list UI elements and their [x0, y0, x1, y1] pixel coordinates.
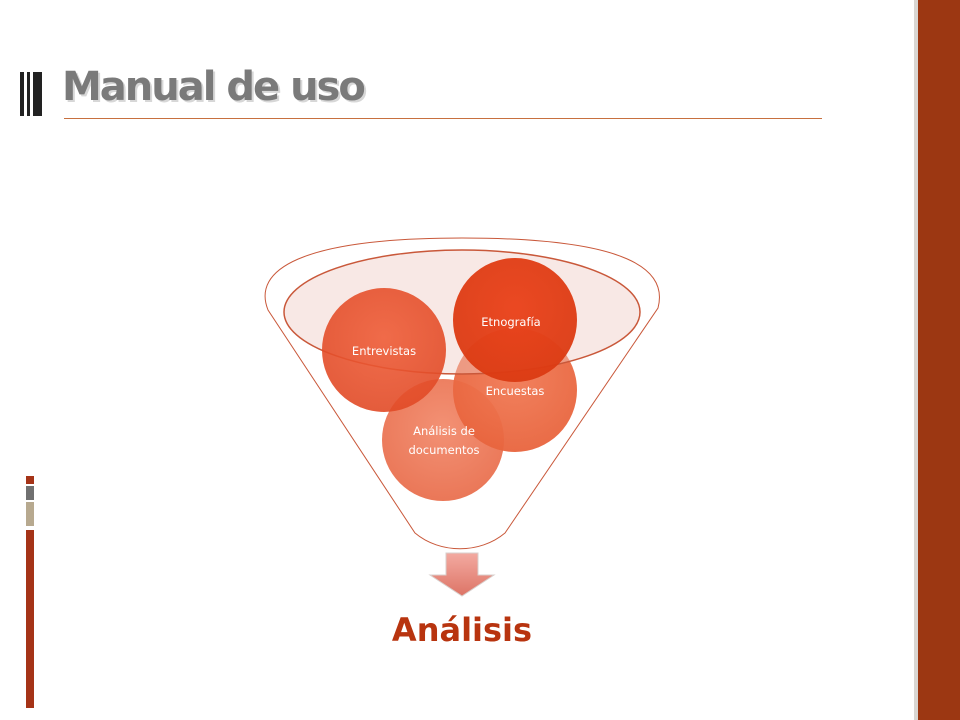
funnel-outline [264, 237, 660, 550]
left-accent-red-2 [26, 530, 34, 708]
label-encuestas: Encuestas [486, 384, 545, 398]
label-entrevistas: Entrevistas [352, 344, 416, 358]
circle-etnografia [453, 258, 577, 382]
circle-entrevistas [322, 288, 446, 412]
right-band-edge [914, 0, 918, 720]
left-accent-tan [26, 502, 34, 526]
title-bars-icon [20, 72, 42, 116]
label-analisis-documentos-line1: Análisis de [413, 424, 475, 438]
left-accent-red-1 [26, 476, 34, 484]
slide-title: Manual de uso [62, 64, 366, 110]
title-underline [64, 118, 822, 119]
left-accent-gray [26, 486, 34, 500]
down-arrow-icon [428, 552, 496, 597]
right-decorative-band [918, 0, 960, 720]
result-label: Análisis [392, 611, 532, 649]
label-analisis-documentos-line2: documentos [408, 443, 479, 457]
label-etnografia: Etnografía [481, 315, 540, 329]
